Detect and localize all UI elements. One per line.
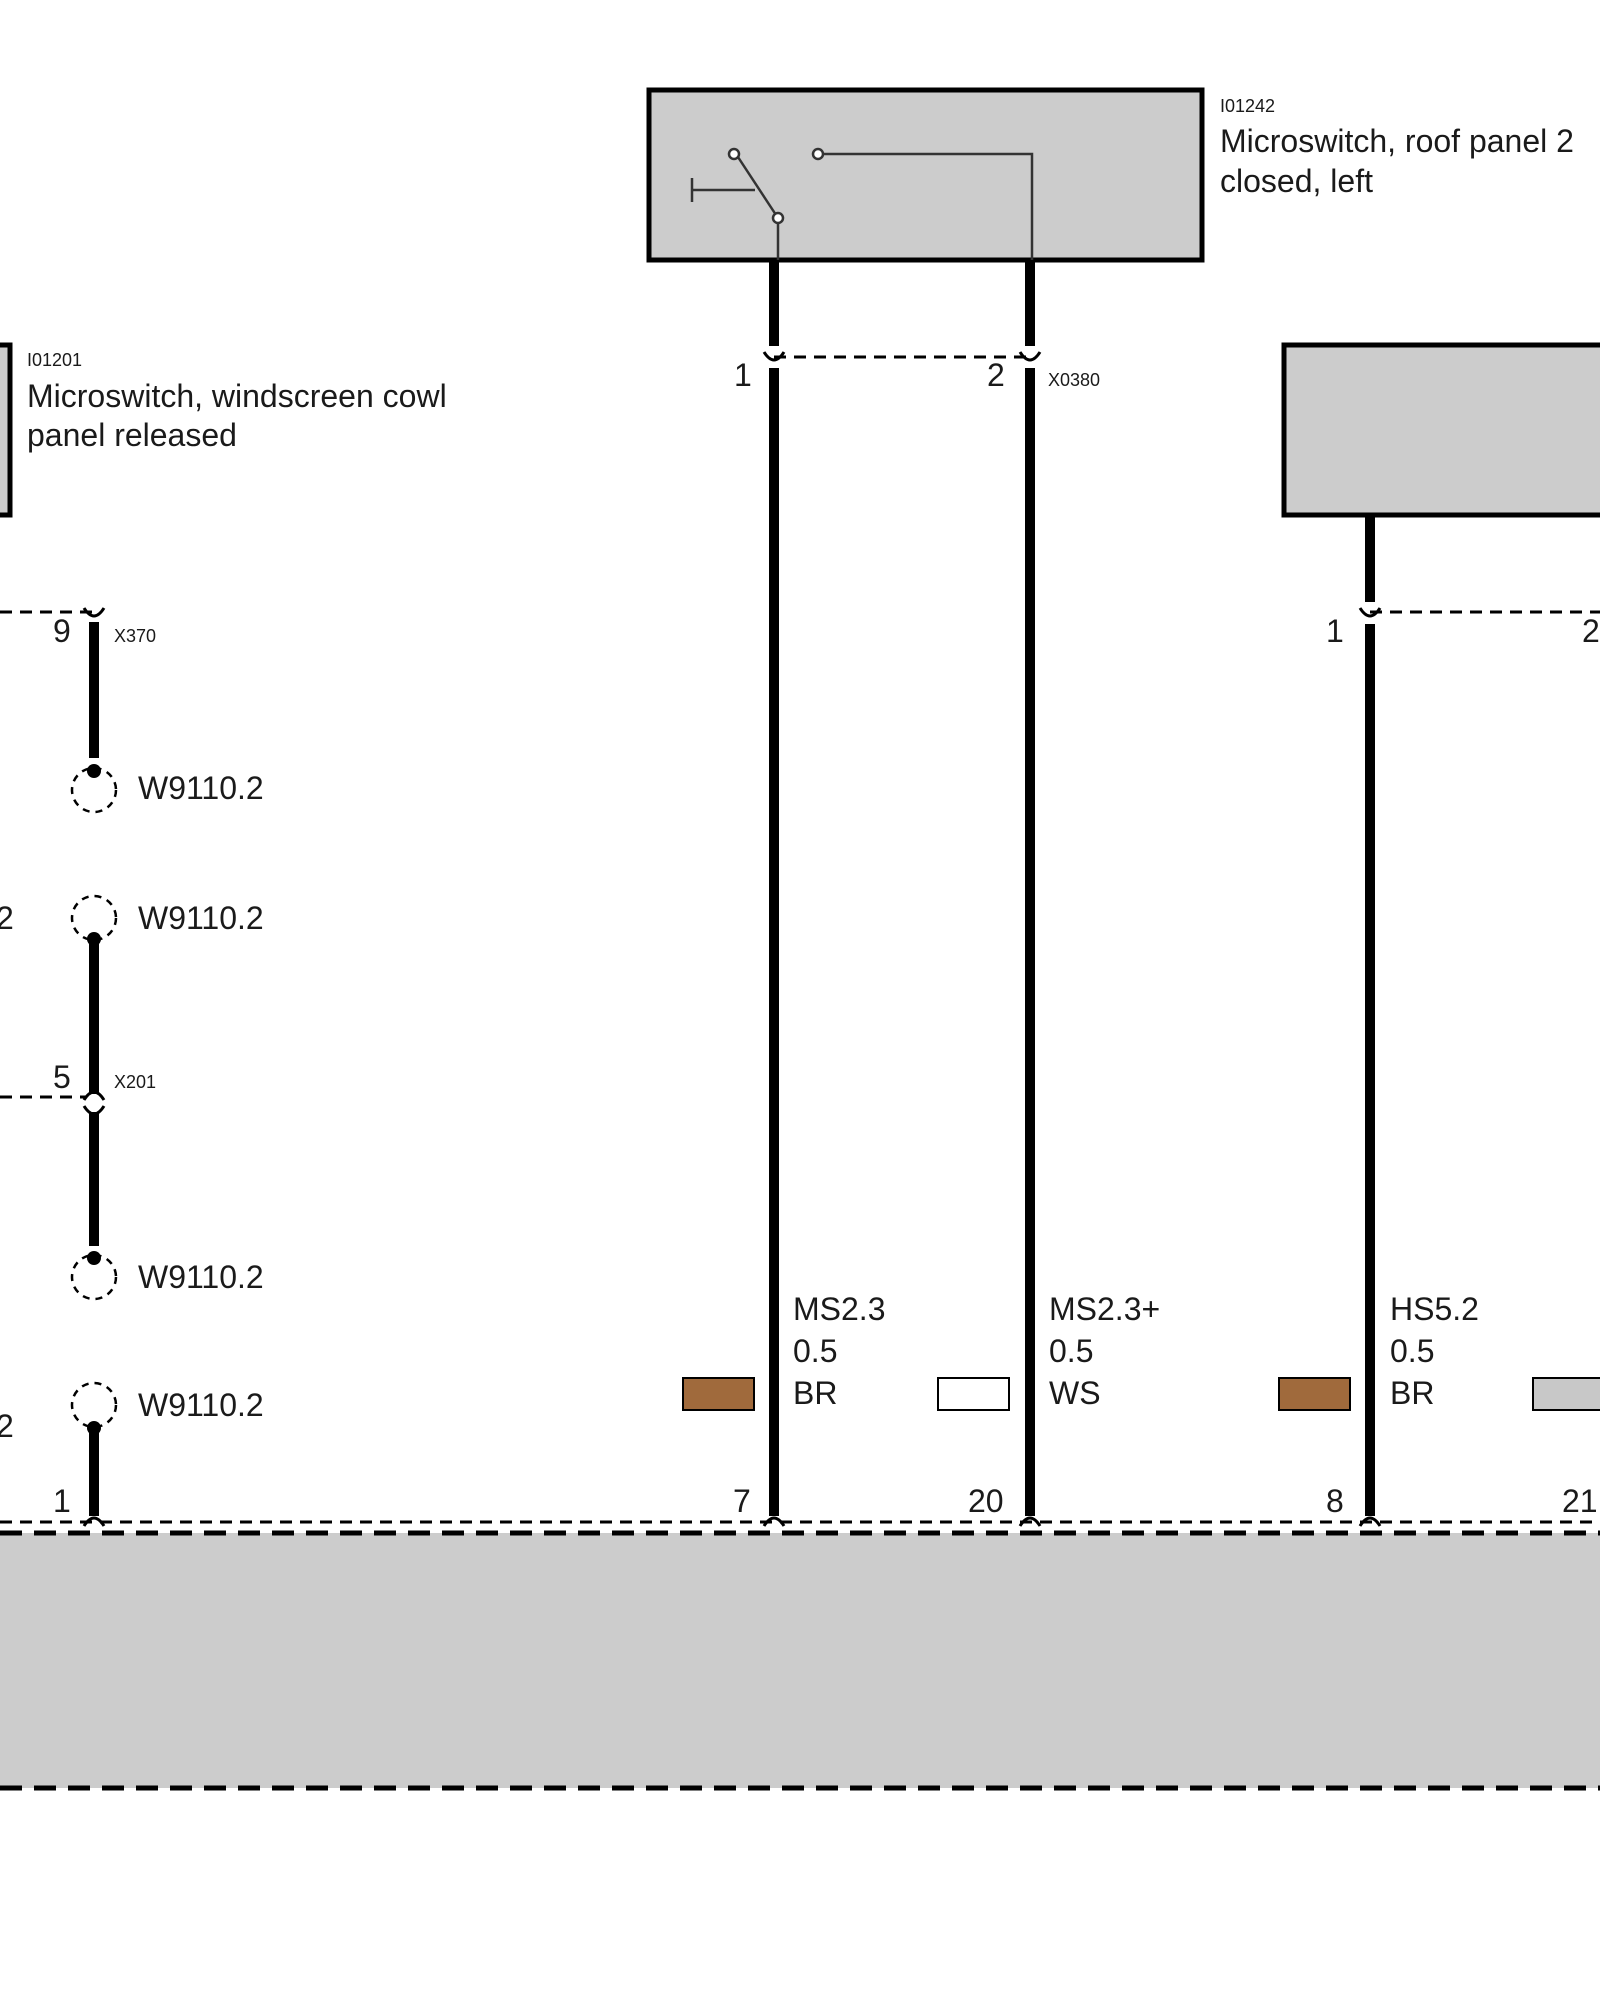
connector-x201: 5 X201	[0, 1059, 156, 1116]
component-i01242-box	[646, 87, 1205, 263]
component-right	[1281, 342, 1600, 518]
component-i01242-name-line2: closed, left	[1220, 163, 1373, 199]
splice-2-edge-number: 2	[0, 900, 14, 936]
wire-label-ms2-3: MS2.3 0.5 BR	[682, 1291, 885, 1411]
splice-2-label: W9110.2	[138, 900, 264, 936]
wire-ms2-3-plus-code: MS2.3+	[1049, 1291, 1160, 1327]
splice-2: W9110.2 2	[0, 894, 264, 946]
component-i01201-box	[0, 342, 13, 518]
connector-right: 1 2	[1326, 607, 1600, 649]
connector-x0380-pin-2: 2	[987, 357, 1005, 393]
connector-x0380-pin-1: 1	[734, 357, 752, 393]
bottom-pin-21: 21	[1562, 1483, 1598, 1519]
switch-symbol	[690, 147, 1034, 260]
component-right-box	[1281, 342, 1600, 518]
connector-right-pin-2: 2	[1582, 613, 1600, 649]
splice-3: W9110.2	[70, 1251, 264, 1301]
wire-ms2-3-color: BR	[793, 1375, 837, 1411]
wire-hs5-2-swatch	[1278, 1377, 1351, 1411]
wire-ms2-3-plus-color: WS	[1049, 1375, 1101, 1411]
connector-x0380: 1 2 X0380	[734, 351, 1100, 393]
component-i01201-name-line2: panel released	[27, 417, 237, 453]
connector-right-pin-1: 1	[1326, 613, 1344, 649]
component-i01242-name-line1: Microswitch, roof panel 2	[1220, 123, 1574, 159]
component-i01242: I01242 Microswitch, roof panel 2 closed,…	[646, 87, 1574, 263]
splice-3-label: W9110.2	[138, 1259, 264, 1295]
connector-x201-pin: 5	[53, 1059, 71, 1095]
bottom-pin-8: 8	[1326, 1483, 1344, 1519]
control-unit-fill	[0, 1533, 1600, 1788]
splice-4-label: W9110.2	[138, 1387, 264, 1423]
component-i01201-id: I01201	[27, 350, 82, 370]
wire-ms2-3-plus-swatch	[937, 1377, 1010, 1411]
bottom-connector: 1 7 20 8 21	[0, 1483, 1600, 1527]
splice-4-edge-number: 2	[0, 1408, 14, 1444]
connector-x0380-label: X0380	[1048, 370, 1100, 390]
connector-x201-label: X201	[114, 1072, 156, 1092]
component-i01201: I01201 Microswitch, windscreen cowl pane…	[0, 342, 447, 518]
component-i01201-name-line1: Microswitch, windscreen cowl	[27, 378, 447, 414]
bottom-pin-20: 20	[968, 1483, 1004, 1519]
wire-ms2-3-swatch	[682, 1377, 755, 1411]
wire-hs5-2-code: HS5.2	[1390, 1291, 1479, 1327]
wire-ms2-3-code: MS2.3	[793, 1291, 885, 1327]
wire-label-hs5-2: HS5.2 0.5 BR	[1278, 1291, 1600, 1411]
wire-ms2-3-size: 0.5	[793, 1333, 837, 1369]
connector-x370-pin: 9	[53, 613, 71, 649]
component-i01242-id: I01242	[1220, 96, 1275, 116]
bottom-pin-7: 7	[733, 1483, 751, 1519]
splice-1-label: W9110.2	[138, 770, 264, 806]
wire-label-ms2-3-plus: MS2.3+ 0.5 WS	[937, 1291, 1160, 1411]
control-unit-block	[0, 1530, 1600, 1791]
connector-x370: 9 X370	[0, 607, 156, 649]
wire-ms2-3-plus-size: 0.5	[1049, 1333, 1093, 1369]
splice-4: W9110.2 2	[0, 1381, 264, 1444]
wire-hs5-2-size: 0.5	[1390, 1333, 1434, 1369]
wire-hs5-2-color: BR	[1390, 1375, 1434, 1411]
gray-swatch-edge	[1532, 1377, 1600, 1411]
connector-x370-label: X370	[114, 626, 156, 646]
splice-1: W9110.2	[70, 764, 264, 814]
bottom-pin-1: 1	[53, 1483, 71, 1519]
